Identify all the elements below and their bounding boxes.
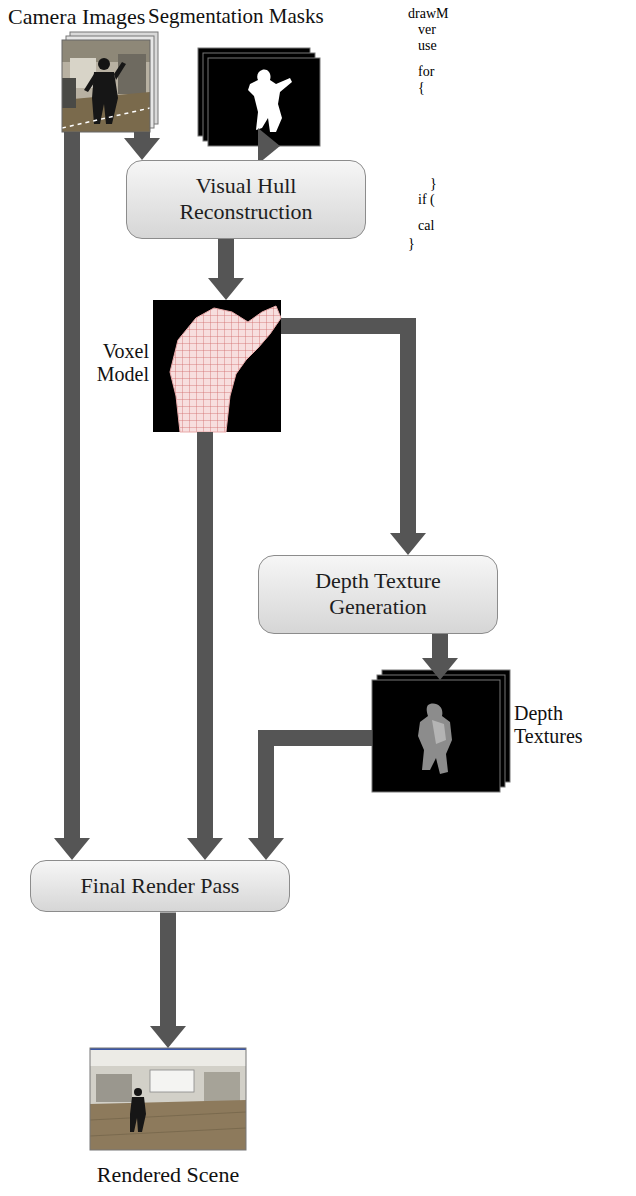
- image-thumbnail: Camera Images: [62, 40, 150, 132]
- depth-texture-stack: [372, 670, 510, 792]
- code-fragment-box: cal: [418, 218, 434, 234]
- flow-arrow: [134, 132, 150, 138]
- image-thumbnail: Segmentation Masks: [208, 58, 320, 146]
- code-fragment: }: [430, 176, 437, 191]
- flow-arrow: [432, 634, 448, 658]
- node-label: Final Render Pass: [45, 873, 275, 899]
- segmentation-mask-stack: [198, 48, 320, 146]
- process-box: Visual Hull Reconstruction: [126, 160, 366, 239]
- node-label: Rendered Scene: [80, 1162, 256, 1187]
- image-caption: Segmentation Masks: [148, 4, 340, 28]
- process-box: Depth Texture Generation: [258, 555, 498, 634]
- code-fragment-box: }: [408, 236, 415, 252]
- node-label: Camera Images: [8, 4, 158, 29]
- image-thumbnail: Rendered Scene: [90, 1048, 246, 1150]
- code-fragment-box: }: [430, 176, 437, 192]
- flow-arrow: [160, 912, 176, 1026]
- code-fragment-box: if (: [418, 192, 435, 208]
- node-label: Voxel Model: [93, 340, 149, 386]
- code-fragment: drawM: [408, 6, 448, 21]
- code-fragment-box: ver: [418, 22, 436, 38]
- code-fragment: if (: [418, 192, 435, 207]
- image-caption: Camera Images: [8, 4, 158, 29]
- camera-image-stack: [62, 32, 158, 132]
- node-label: Depth Texture Generation: [273, 568, 483, 621]
- flow-arrow: [64, 132, 80, 838]
- image-thumbnail: Voxel Model: [153, 300, 281, 432]
- code-fragment: for: [418, 64, 434, 79]
- flow-arrow: [218, 239, 234, 278]
- flow-arrow: [266, 738, 372, 838]
- code-fragment: use: [418, 38, 437, 53]
- image-thumbnail: Depth Textures: [372, 680, 500, 792]
- image-caption: Voxel Model: [93, 340, 149, 386]
- voxel-model-image: [153, 300, 281, 432]
- node-label: Visual Hull Reconstruction: [141, 173, 351, 226]
- flow-arrow: [197, 432, 213, 838]
- node-label: Segmentation Masks: [148, 4, 340, 28]
- code-fragment-box: drawM: [408, 6, 448, 22]
- image-caption: Depth Textures: [514, 702, 590, 748]
- code-fragment: ver: [418, 22, 436, 37]
- process-box: Final Render Pass: [30, 860, 290, 912]
- node-label: Depth Textures: [514, 702, 590, 748]
- code-fragment: cal: [418, 218, 434, 233]
- code-fragment: }: [408, 236, 415, 251]
- code-fragment-box: use: [418, 38, 437, 54]
- rendered-scene-image: [90, 1048, 246, 1150]
- image-caption: Rendered Scene: [80, 1162, 256, 1187]
- code-fragment: {: [418, 80, 425, 95]
- flow-arrow: [281, 326, 408, 533]
- code-fragment-box: for: [418, 64, 434, 80]
- code-fragment-box: {: [418, 80, 425, 96]
